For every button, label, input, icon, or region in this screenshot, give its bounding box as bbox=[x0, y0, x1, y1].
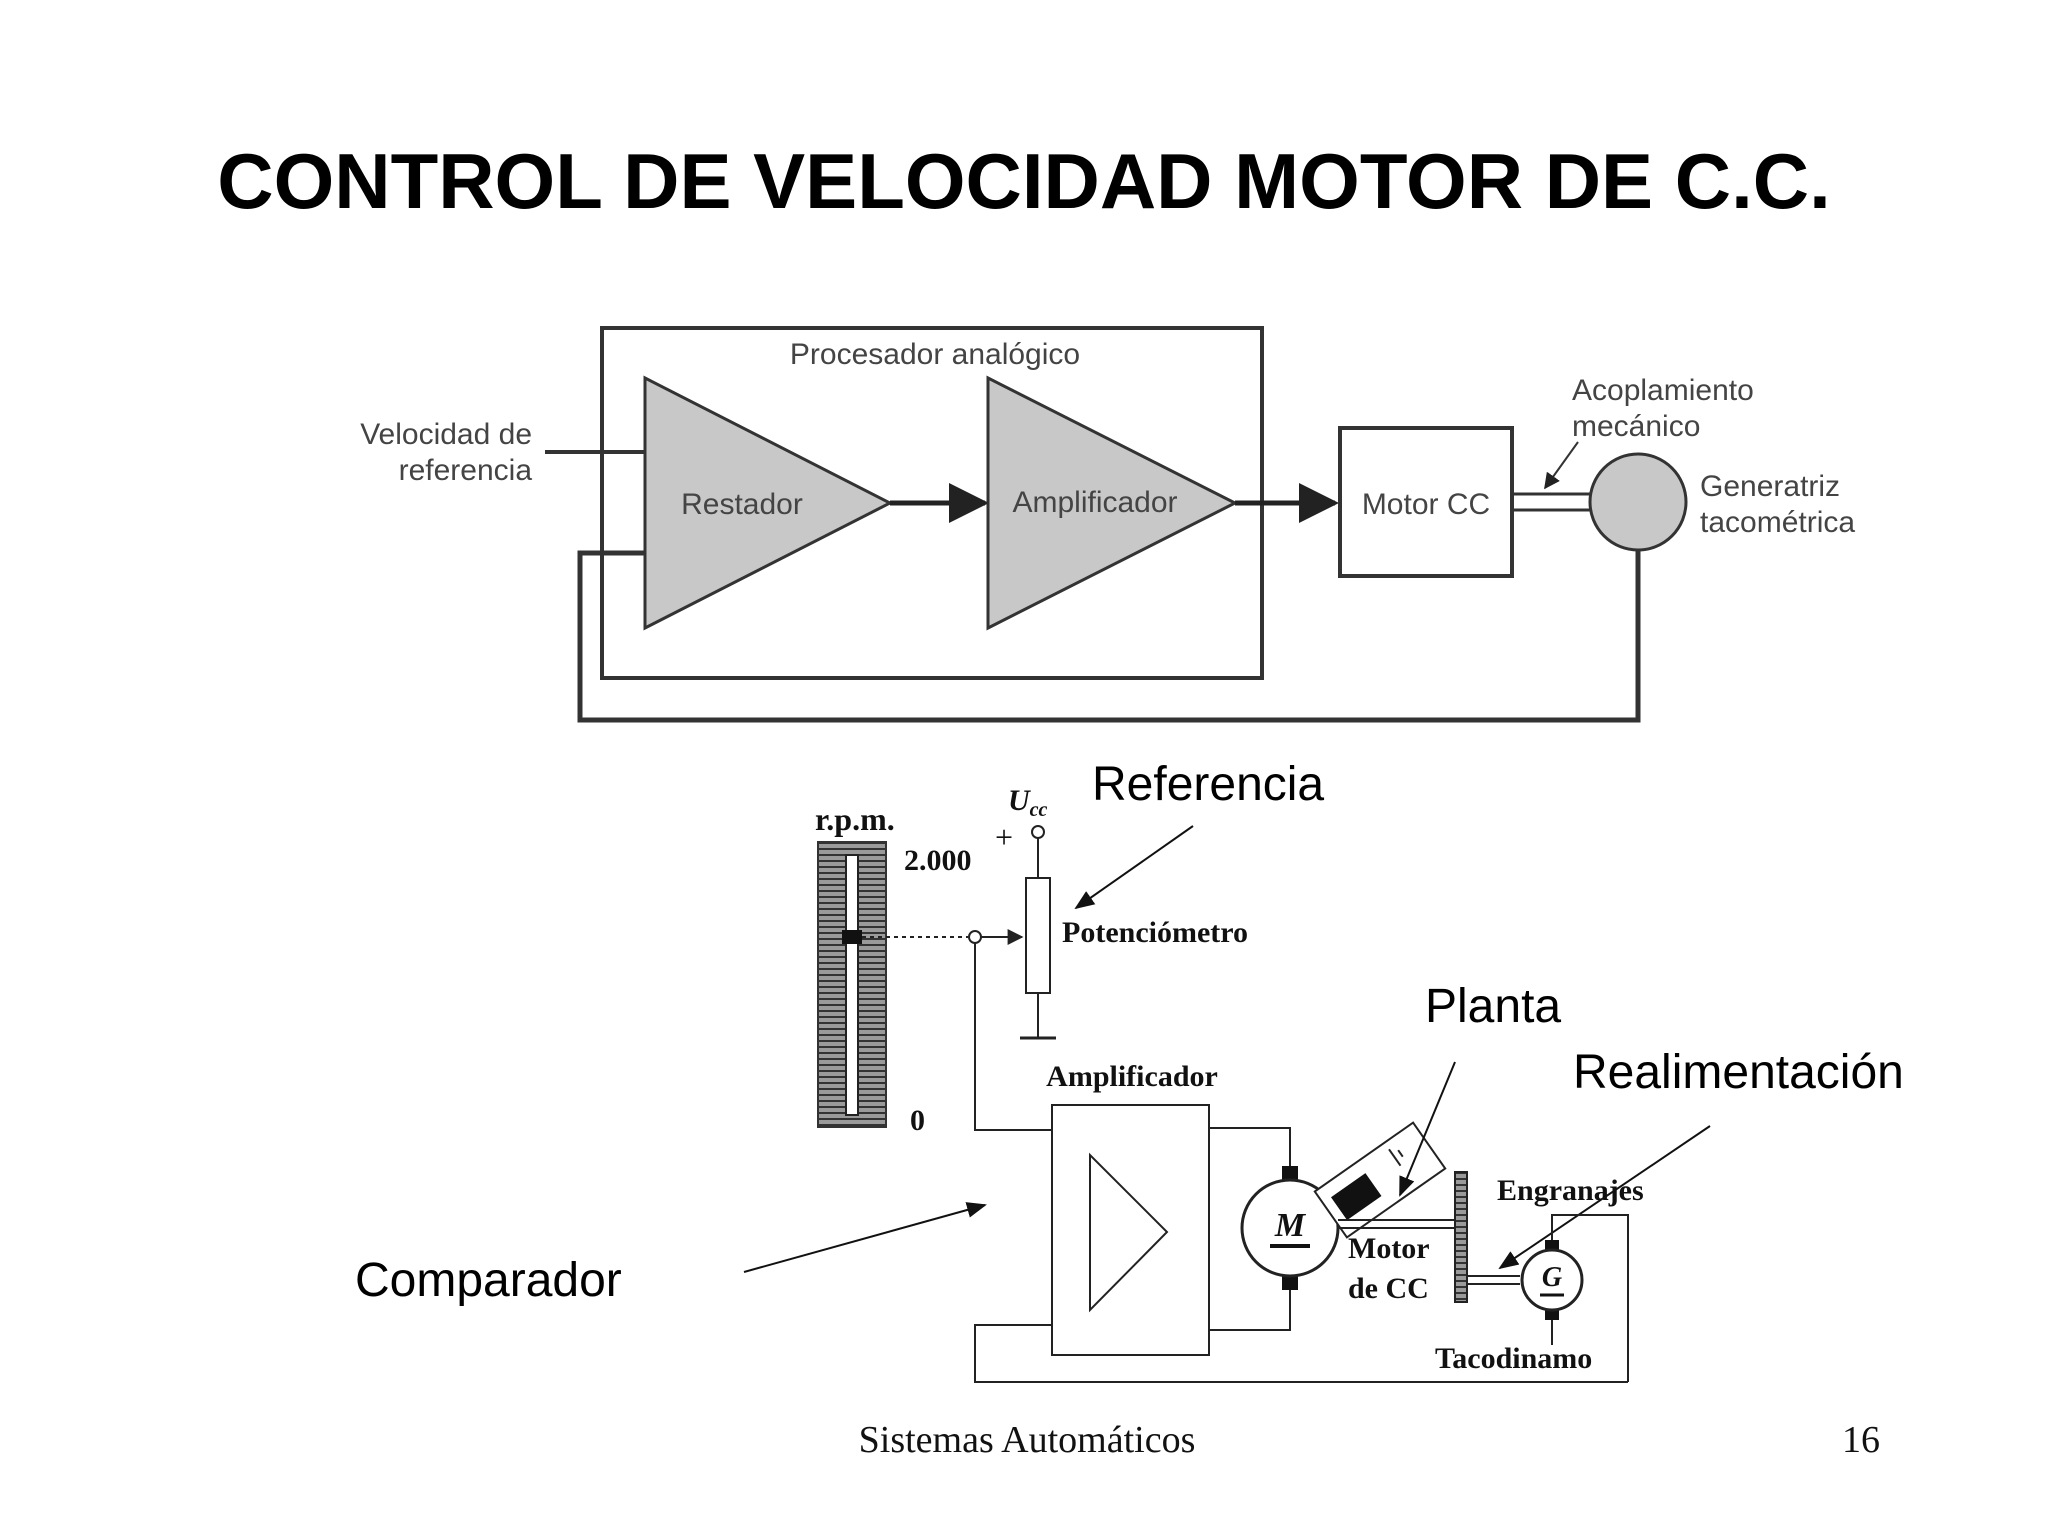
motor-label-line1: Motor bbox=[1348, 1232, 1430, 1265]
tacho-label-line2: tacométrica bbox=[1700, 506, 1855, 539]
processor-label: Procesador analógico bbox=[790, 338, 1080, 371]
page-number: 16 bbox=[1842, 1419, 1880, 1461]
motor-label: Motor CC bbox=[1362, 488, 1490, 521]
coupling-label-line2: mecánico bbox=[1572, 410, 1700, 443]
amplifier-block bbox=[986, 375, 1239, 631]
gear-large bbox=[1454, 1171, 1468, 1303]
scale-max: 2.000 bbox=[904, 844, 972, 877]
subtractor-label: Restador bbox=[681, 488, 803, 521]
amp-motor-wire-top bbox=[1209, 1127, 1291, 1168]
field-winding bbox=[1313, 1121, 1447, 1239]
tacho-label: Tacodinamo bbox=[1435, 1342, 1592, 1375]
scale-min: 0 bbox=[910, 1104, 925, 1137]
reference-arrow bbox=[1074, 825, 1194, 910]
plant-annotation: Planta bbox=[1425, 980, 1561, 1033]
slide-title: CONTROL DE VELOCIDAD MOTOR DE C.C. bbox=[217, 137, 1831, 225]
plus-sign: + bbox=[995, 819, 1013, 855]
footer-text: Sistemas Automáticos bbox=[859, 1419, 1196, 1461]
circuit-amplifier-box bbox=[1051, 1104, 1210, 1356]
gears-label: Engranajes bbox=[1497, 1174, 1644, 1207]
block-diagram: Procesador analógico Velocidad de refere… bbox=[360, 326, 1855, 723]
coupling-arrow bbox=[1544, 441, 1579, 490]
rpm-label: r.p.m. bbox=[815, 801, 895, 837]
amplifier-label: Amplificador bbox=[1012, 486, 1177, 519]
motor-box bbox=[1338, 426, 1514, 578]
rpm-scale-slot bbox=[845, 854, 859, 1116]
tacho-generator bbox=[1588, 452, 1688, 552]
tacho-label-line1: Generatriz bbox=[1700, 470, 1840, 503]
motor-label-line2: de CC bbox=[1348, 1272, 1429, 1305]
comparator-arrow bbox=[743, 1202, 987, 1273]
supply-label: Ucc bbox=[1008, 784, 1048, 821]
generator-symbol: G bbox=[1542, 1262, 1562, 1293]
gen-wire-top bbox=[1551, 1214, 1629, 1382]
feedback-annotation: Realimentación bbox=[1573, 1046, 1904, 1099]
reference-annotation: Referencia bbox=[1092, 758, 1324, 811]
motor-brush-top bbox=[1282, 1166, 1298, 1180]
feedback-loop bbox=[577, 550, 1641, 723]
feedback-arrow bbox=[1498, 1125, 1711, 1270]
circuit-diagram: r.p.m. 2.000 0 Ucc + Potenciómetro Refer… bbox=[355, 758, 1904, 1383]
potentiometer-label: Potenciómetro bbox=[1062, 916, 1248, 949]
amp-motor-wire-bottom bbox=[1209, 1290, 1291, 1331]
comparator-annotation: Comparador bbox=[355, 1254, 622, 1307]
motor-symbol: M bbox=[1274, 1207, 1307, 1244]
supply-terminal bbox=[1031, 825, 1045, 839]
motor-brush-bottom bbox=[1282, 1276, 1298, 1290]
plant-arrow bbox=[1399, 1061, 1456, 1197]
rpm-scale-slider bbox=[842, 930, 862, 944]
circuit-amplifier-symbol bbox=[1089, 1152, 1169, 1313]
input-label-line1: Velocidad de bbox=[360, 418, 532, 451]
input-label-line2: referencia bbox=[399, 454, 533, 487]
subtractor-block bbox=[643, 375, 894, 631]
circuit-amplifier-label: Amplificador bbox=[1046, 1060, 1218, 1093]
circuit-feedback-loop bbox=[974, 1324, 1628, 1383]
coupling-label-line1: Acoplamiento bbox=[1572, 374, 1754, 407]
wiper-node bbox=[968, 930, 982, 944]
reference-wire bbox=[974, 943, 1052, 1131]
generator-symbol-circle bbox=[1520, 1248, 1584, 1312]
potentiometer bbox=[1025, 877, 1051, 994]
